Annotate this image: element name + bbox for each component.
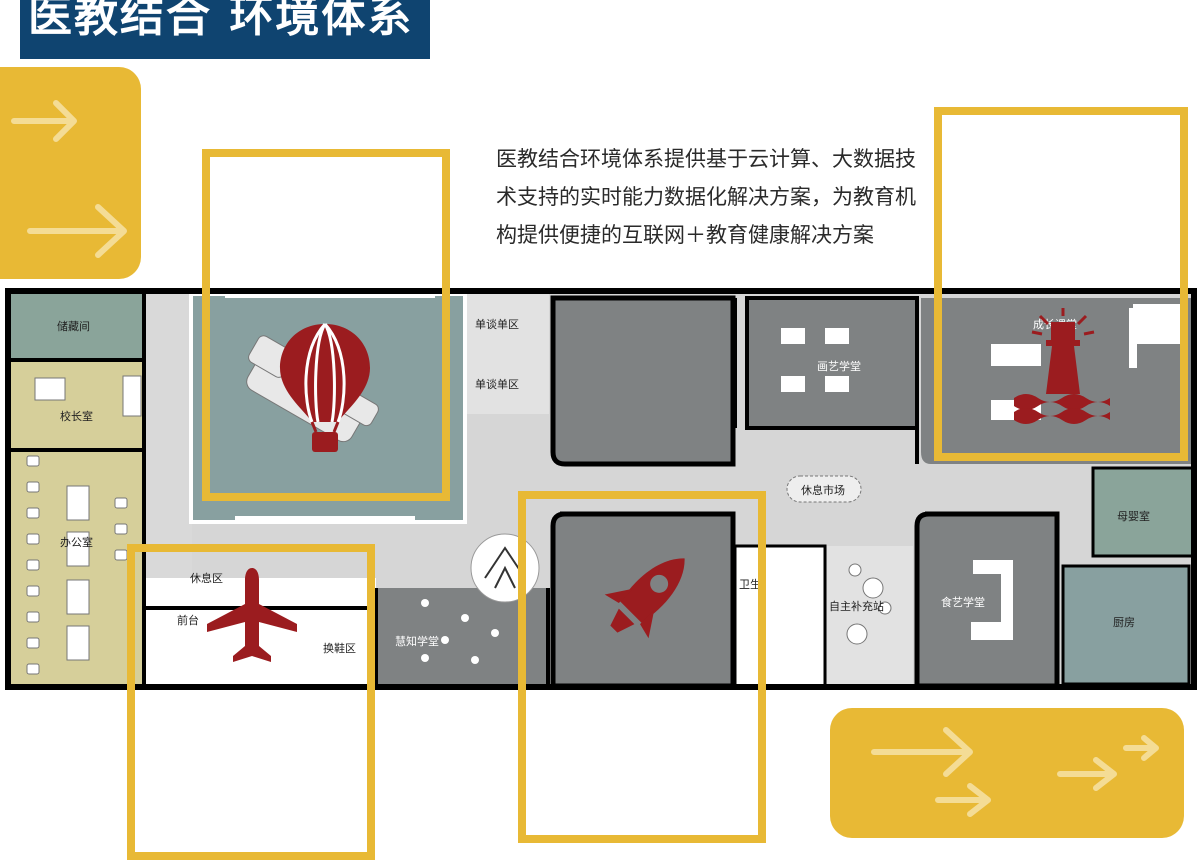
arrow-icon <box>11 100 127 258</box>
room-label-art: 画艺学堂 <box>817 360 861 373</box>
room-label-shoe: 换鞋区 <box>323 642 356 655</box>
room-label-office: 办公室 <box>60 536 93 549</box>
room-label-mother: 母婴室 <box>1117 510 1150 523</box>
room-label-wisdom: 慧知学堂 <box>395 635 439 648</box>
highlight-frame-growth <box>934 107 1188 461</box>
room-label-kitchen: 厨房 <box>1113 616 1135 629</box>
room-label-toilet: 卫生 <box>739 578 761 591</box>
room-label-supply: 自主补充站 <box>829 600 884 613</box>
room-label-talk-2: 单谈单区 <box>475 378 519 391</box>
principal-room <box>10 360 144 450</box>
storage-room <box>10 294 144 360</box>
description-text: 医教结合环境体系提供基于云计算、大数据技术支持的实时能力数据化解决方案，为教育机… <box>496 147 916 247</box>
room-label-front: 前台 <box>177 614 199 627</box>
page-title: 医教结合 环境体系 <box>28 0 414 42</box>
highlight-frame-rocket <box>518 491 766 843</box>
arrow-panel-right <box>830 708 1184 838</box>
arrow-icon <box>871 727 1159 817</box>
airplane-icon <box>207 568 297 662</box>
arrow-panel-left <box>0 67 141 279</box>
highlight-frame-rest <box>127 544 375 860</box>
room-label-lounge: 休息市场 <box>801 484 845 497</box>
title-banner: 医教结合 环境体系 <box>20 0 430 59</box>
room-label-talk-1: 单谈单区 <box>475 318 519 331</box>
room-label-principal: 校长室 <box>60 410 93 423</box>
highlight-frame-sensory <box>202 149 450 501</box>
hot-air-balloon-icon <box>280 323 370 452</box>
rocket-icon <box>604 558 685 639</box>
room-label-food: 食艺学堂 <box>941 596 985 609</box>
lighthouse-icon <box>1014 308 1110 424</box>
room-label-rest: 休息区 <box>190 572 223 585</box>
room-label-storage: 储藏间 <box>57 320 90 333</box>
floor-plan: 储藏间 校长室 办公室 休息区 前台 换鞋区 单谈单区 单谈单区 画艺学堂 成长… <box>5 288 1197 692</box>
